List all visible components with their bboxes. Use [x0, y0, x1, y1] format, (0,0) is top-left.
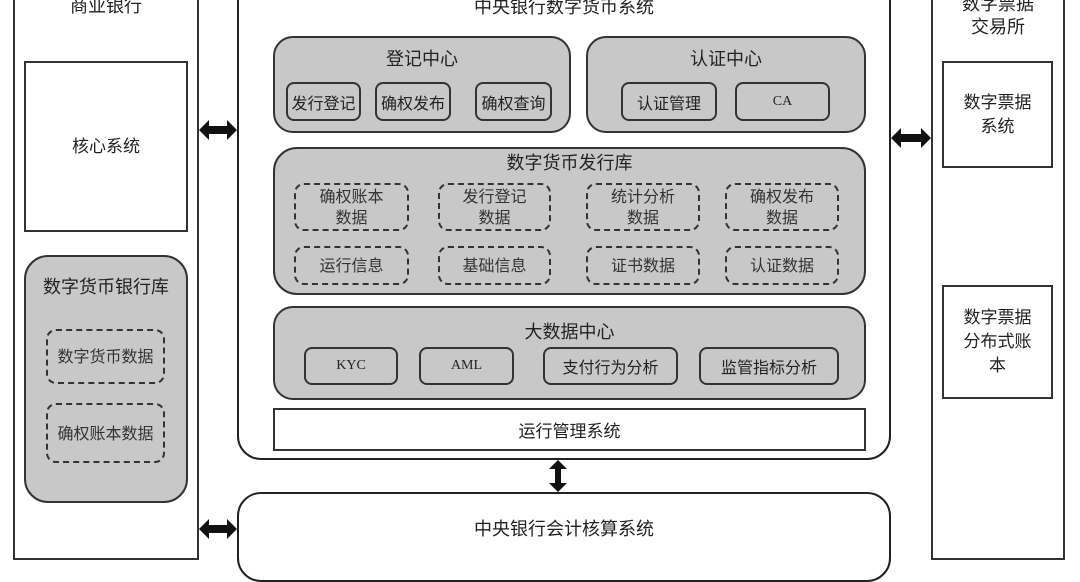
registration-item-label: 发行登记	[291, 93, 356, 113]
issuance-item-label: 认证数据	[749, 256, 814, 275]
issuance-item-certificate-data[interactable]: 证书数据	[586, 246, 700, 285]
registration-item-ownership-publish[interactable]: 确权发布	[375, 82, 451, 121]
issuance-item-label: 统计分析 数据	[610, 187, 675, 227]
issuance-item-label: 确权发布 数据	[749, 187, 814, 227]
registration-item-ownership-query[interactable]: 确权查询	[475, 82, 552, 121]
bidirectional-arrow-central-to-accounting	[549, 460, 567, 492]
digital-bill-distributed-ledger-box[interactable]: 数字票据 分布式账 本	[942, 285, 1053, 399]
vault-item-label: 数字货币数据	[57, 347, 154, 366]
issuance-item-authentication-data[interactable]: 认证数据	[725, 246, 839, 285]
auth-item-management[interactable]: 认证管理	[621, 82, 717, 121]
ledger-label: 数字票据	[963, 308, 1032, 328]
exchange-title-line: 交易所	[971, 17, 1025, 38]
bidirectional-arrow-bank-to-accounting	[199, 519, 237, 539]
operations-management-system[interactable]: 运行管理系统	[273, 408, 866, 451]
auth-item-label: 认证管理	[636, 93, 701, 113]
ledger-label: 分布式账	[963, 332, 1032, 352]
issuance-item-label: 发行登记 数据	[462, 187, 527, 227]
bidirectional-arrow-bank-to-central	[199, 120, 237, 140]
issuance-item-label: 基础信息	[462, 256, 527, 275]
big-data-item-kyc[interactable]: KYC	[304, 347, 398, 385]
issuance-item-ownership-ledger-data[interactable]: 确权账本 数据	[294, 183, 409, 231]
registration-item-label: 确权查询	[481, 93, 546, 113]
digital-bill-exchange-title: 数字票据 交易所	[931, 0, 1065, 42]
big-data-item-aml[interactable]: AML	[419, 347, 514, 385]
issuance-item-basic-info[interactable]: 基础信息	[438, 246, 551, 285]
core-system-label: 核心系统	[72, 136, 140, 157]
digital-bill-system-box[interactable]: 数字票据 系统	[942, 61, 1053, 168]
issuance-item-ownership-publish-data[interactable]: 确权发布 数据	[725, 183, 839, 231]
big-data-item-payment-behavior[interactable]: 支付行为分析	[543, 347, 678, 385]
issuance-item-statistics-data[interactable]: 统计分析 数据	[586, 183, 700, 231]
vault-item-ownership-ledger-data[interactable]: 确权账本数据	[46, 403, 165, 463]
big-data-center-title: 大数据中心	[524, 322, 615, 343]
accounting-system-title: 中央银行会计核算系统	[474, 519, 654, 540]
commercial-bank-title: 商业银行	[70, 0, 142, 17]
registration-item-label: 确权发布	[380, 93, 445, 113]
bill-system-label: 数字票据	[963, 92, 1032, 113]
issuance-item-label: 证书数据	[610, 256, 675, 275]
issuance-item-label: 确权账本 数据	[319, 187, 384, 227]
big-data-item-label: 监管指标分析	[720, 358, 817, 377]
big-data-item-label: 支付行为分析	[562, 358, 659, 377]
issuance-item-label: 运行信息	[319, 256, 384, 275]
registration-center-title: 登记中心	[386, 49, 458, 70]
core-system-box[interactable]: 核心系统	[24, 61, 188, 232]
digital-currency-bank-vault-title: 数字货币银行库	[43, 277, 169, 298]
authentication-center-title: 认证中心	[690, 49, 762, 70]
big-data-item-label: KYC	[336, 358, 366, 373]
issuance-item-issuance-registration-data[interactable]: 发行登记 数据	[438, 183, 551, 231]
issuance-item-operation-info[interactable]: 运行信息	[294, 246, 409, 285]
operations-management-label: 运行管理系统	[518, 422, 621, 442]
issuance-vault-title: 数字货币发行库	[506, 153, 633, 174]
bidirectional-arrow-central-to-exchange	[891, 128, 931, 148]
exchange-title-line: 数字票据	[962, 0, 1034, 15]
big-data-item-label: AML	[450, 358, 483, 373]
registration-item-issuance[interactable]: 发行登记	[286, 82, 361, 121]
big-data-item-regulatory-indicators[interactable]: 监管指标分析	[699, 347, 839, 385]
vault-item-digital-currency-data[interactable]: 数字货币数据	[46, 329, 165, 384]
ledger-label: 本	[989, 356, 1006, 376]
auth-item-ca[interactable]: CA	[735, 82, 830, 121]
bill-system-label: 系统	[980, 116, 1015, 137]
central-bank-dc-system-title: 中央银行数字货币系统	[474, 0, 654, 18]
vault-item-label: 确权账本数据	[57, 423, 154, 443]
auth-item-label: CA	[772, 93, 793, 109]
